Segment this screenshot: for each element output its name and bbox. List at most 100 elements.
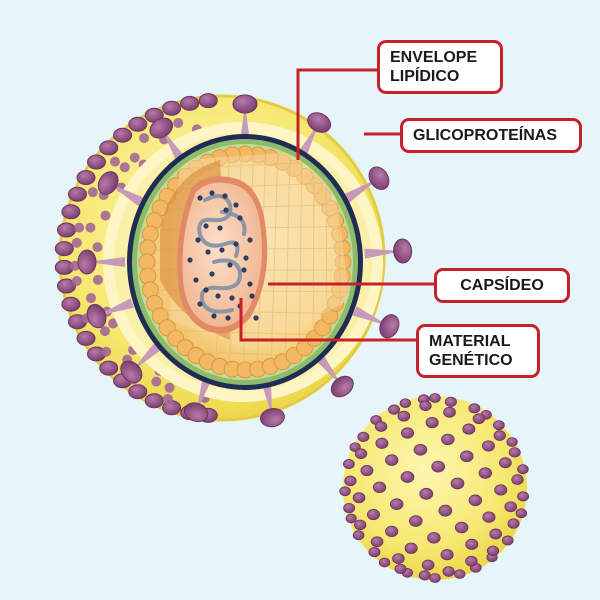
envelope-knob <box>67 186 87 202</box>
glycoprotein-knob <box>330 375 354 398</box>
small-virion-knob <box>468 403 481 414</box>
rna-dot <box>247 237 253 243</box>
small-virion-knob <box>482 511 496 523</box>
rna-dot <box>215 293 221 299</box>
capsid-bead <box>141 225 159 243</box>
rna-dot <box>217 225 223 231</box>
envelope-surface-knob <box>85 293 96 304</box>
rna-dot <box>222 193 228 199</box>
leader-genetic <box>239 298 418 342</box>
glycoprotein-spikes <box>77 94 413 428</box>
capsid-grid-line <box>312 149 315 371</box>
small-virion-knob <box>438 504 453 517</box>
rna-dot <box>227 262 233 268</box>
small-virion-knob <box>507 518 520 529</box>
small-virion-knob <box>421 559 435 571</box>
capsid-grid-line <box>298 149 303 371</box>
small-virion-knob <box>454 569 466 579</box>
envelope-surface-knob <box>99 326 110 337</box>
label-capsid-text: CAPSÍDEO <box>460 277 544 294</box>
envelope-knob <box>99 140 119 156</box>
envelope-knob <box>128 384 148 400</box>
glycoprotein-stalk <box>196 374 213 413</box>
small-virion-knob <box>450 477 465 490</box>
glycoprotein-stalk <box>314 353 343 387</box>
rna-dot <box>225 315 231 321</box>
rna-dot <box>229 295 235 301</box>
rna-dots <box>187 190 259 321</box>
glycoprotein-stalk <box>108 183 144 207</box>
small-virion-knob <box>370 536 384 548</box>
small-virion-knob <box>353 519 367 531</box>
glycoprotein-knob <box>368 166 390 191</box>
small-virion-knob <box>366 508 380 521</box>
glycoprotein-knob <box>149 117 174 139</box>
virion-cutaway-illustration <box>54 93 413 428</box>
small-virion-knob <box>443 406 456 418</box>
genetic-core <box>182 182 262 327</box>
rna-dot <box>233 202 239 208</box>
envelope-surface-knob <box>109 156 120 167</box>
small-virion-knob <box>345 513 357 524</box>
small-virion-knob <box>400 471 415 483</box>
label-envelope-line2: LIPÍDICO <box>390 68 460 85</box>
small-virion-knob <box>454 521 469 534</box>
envelope-knob <box>99 360 119 376</box>
small-virion-knob <box>360 464 374 477</box>
small-virion-knob <box>397 410 411 422</box>
envelope-surface-knob <box>92 242 103 253</box>
capsid-grid-line <box>284 149 291 371</box>
label-envelope: ENVELOPE LIPÍDICO <box>377 40 503 94</box>
small-virion-knob <box>372 481 387 494</box>
glycoprotein-knob <box>379 314 400 339</box>
small-virion-knob <box>511 474 524 485</box>
envelope-surface-knob <box>74 222 85 233</box>
envelope-surface-knob <box>92 274 103 285</box>
small-virion-knob <box>504 501 518 513</box>
glycoprotein-stalk <box>344 178 379 203</box>
small-virion-knob <box>462 423 476 435</box>
rna-dot <box>243 255 249 261</box>
small-virion-knob <box>478 467 493 479</box>
small-virion-knob <box>442 566 455 577</box>
glycoprotein-knob <box>307 112 332 133</box>
small-virion-knob <box>486 545 500 557</box>
rna-dot <box>195 237 201 243</box>
small-virion-knob <box>343 502 356 514</box>
capsid-grid-line <box>149 329 353 337</box>
small-virion-knob <box>399 398 412 409</box>
small-virion-knob <box>515 508 528 519</box>
small-virion-knob <box>419 400 432 412</box>
rna-dot <box>197 301 203 307</box>
envelope-knob <box>198 93 218 109</box>
envelope-knob <box>56 222 76 238</box>
envelope-knob <box>128 116 148 132</box>
small-virion-knob <box>352 492 366 504</box>
glycoprotein-stalk <box>96 298 134 317</box>
envelope-knob <box>144 393 164 409</box>
glycoprotein-knob <box>393 238 413 264</box>
small-virion-knob <box>506 437 518 447</box>
envelope-knob <box>61 296 81 312</box>
label-genetic-line1: MATERIAL <box>429 333 511 350</box>
rna-dot <box>209 190 215 196</box>
envelope-surface-knob <box>87 187 98 198</box>
small-virion-knob <box>339 486 351 497</box>
rna-dot <box>249 293 255 299</box>
rna-dot <box>247 281 253 287</box>
glycoprotein-stalk <box>296 122 320 159</box>
small-virion-knob <box>344 475 357 487</box>
small-virion-knob <box>343 459 355 470</box>
glycoprotein-stalk <box>131 341 163 372</box>
small-virion-knob <box>394 563 407 575</box>
small-virion-knob <box>440 549 454 561</box>
glycoprotein-knob <box>260 407 285 428</box>
leader-envelope <box>296 68 380 160</box>
envelope-knob <box>162 100 182 116</box>
small-virion-knob <box>429 393 441 403</box>
envelope-knob <box>76 330 96 346</box>
glycoprotein-knob <box>120 360 143 383</box>
small-virion-knob <box>501 535 514 546</box>
small-virion-knob <box>404 542 418 554</box>
label-genetic-line2: GENÉTICO <box>429 352 513 369</box>
